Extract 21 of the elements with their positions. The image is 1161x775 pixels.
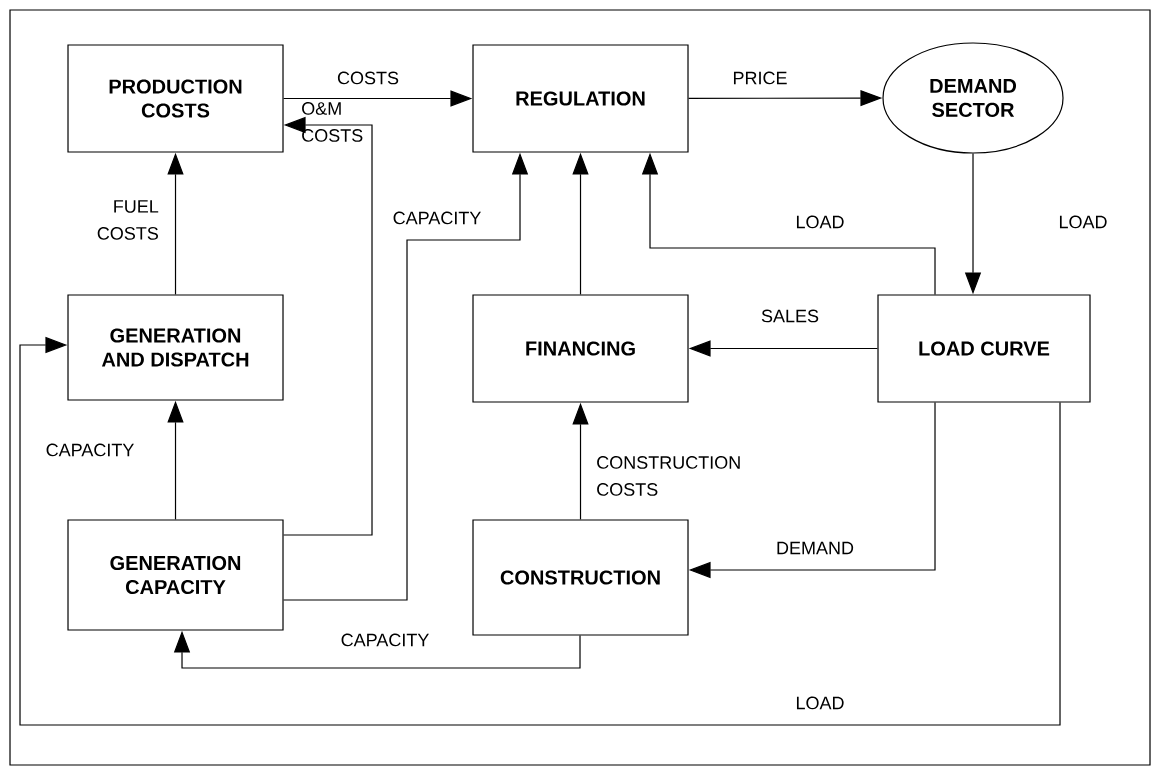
process-box: REGULATION [472,44,689,153]
process-box: GENERATION AND DISPATCH [67,294,284,401]
arrow [19,336,1061,726]
edge-label: LOAD [796,696,844,710]
edge-label: CONSTRUCTION COSTS [597,456,740,496]
edge-label: O&M COSTS [302,102,363,142]
edge-label: CAPACITY [393,211,481,225]
edge-label: PRICE [734,71,787,85]
process-box: LOAD CURVE [877,294,1091,403]
edge-label: DEMAND [777,541,854,555]
edge-label: LOAD [1059,215,1107,229]
edge-label: CAPACITY [46,443,134,457]
process-box: PRODUCTION COSTS [67,44,284,153]
process-box: CONSTRUCTION [472,519,689,636]
process-box: GENERATION CAPACITY [67,519,284,631]
process-box: FINANCING [472,294,689,403]
edge-label: LOAD [796,215,844,229]
edge-label: FUEL COSTS [97,200,159,240]
edge-label: CAPACITY [341,633,429,647]
edge-label: COSTS [337,71,399,85]
edge-label: SALES [761,309,819,323]
